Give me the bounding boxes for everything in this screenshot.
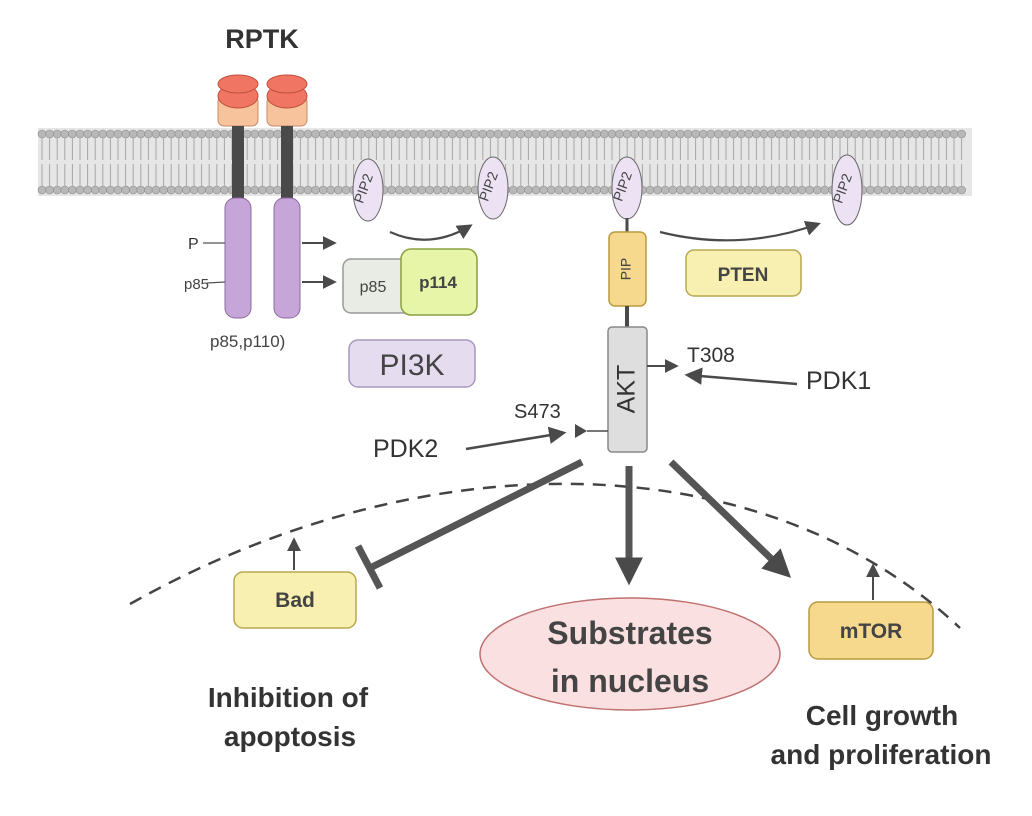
nuclear-envelope (129, 482, 961, 629)
bad-label: Bad (275, 589, 315, 612)
phospho-label: P (188, 236, 199, 253)
substrates-line1: Substrates (547, 615, 712, 651)
bad-box: Bad (233, 571, 357, 629)
akt-label: AKT (613, 365, 641, 414)
s473-label: S473 (514, 401, 561, 423)
mtor-box: mTOR (808, 601, 934, 660)
pten-label: PTEN (718, 265, 769, 286)
receptor-right (266, 74, 308, 319)
nucleus-substrates: Substrates in nucleus (479, 597, 781, 711)
akt-inhibits-bad-line (368, 458, 584, 572)
t308-label: T308 (687, 344, 735, 367)
inhibition-of-apoptosis-line2: apoptosis (224, 721, 356, 752)
substrates-line2: in nucleus (551, 663, 709, 699)
pip3-molecule-2: PIP2 (610, 156, 643, 220)
pip2-molecule-2: PIP2 (830, 154, 863, 226)
p110-subunit (400, 248, 478, 316)
cell-growth-line2: and proliferation (771, 739, 992, 770)
p110-subunit-label: p114 (419, 273, 457, 292)
rptk-receptor (217, 74, 308, 319)
pi3k-complex: p85 p114 (342, 248, 478, 316)
pi3k-label: PI3K (379, 349, 444, 382)
pdk2-arrow (465, 426, 567, 451)
pip3-box: PIP (608, 231, 647, 307)
cell-growth-line1: Cell growth (806, 700, 958, 731)
pten-box: PTEN (685, 249, 802, 297)
pip3-molecule-1: PIP2 (476, 156, 509, 220)
pi3k-label-box: PI3K (348, 339, 476, 388)
cell-membrane (37, 128, 972, 196)
pdk1-label: PDK1 (806, 367, 871, 395)
p85-p110-label: p85,p110) (210, 332, 285, 351)
inhibition-bar (354, 544, 384, 590)
pdk2-label: PDK2 (373, 435, 438, 463)
pten-conversion-arrow (659, 220, 821, 242)
p85-side-label: p85 (184, 276, 209, 293)
mtor-label: mTOR (840, 620, 903, 643)
pip3-box-label: PIP (618, 258, 634, 281)
receptor-left (217, 74, 259, 319)
rptk-label: RPTK (225, 24, 299, 54)
p85-subunit-label: p85 (360, 279, 387, 296)
pip2-molecule-1: PIP2 (351, 158, 384, 222)
pdk1-arrow (684, 367, 798, 386)
akt-box: AKT (607, 326, 648, 453)
akt-to-mtor-arrow (668, 459, 792, 578)
pi3k-conversion-arrow (389, 224, 473, 241)
inhibition-of-apoptosis-line1: Inhibition of (208, 682, 369, 713)
